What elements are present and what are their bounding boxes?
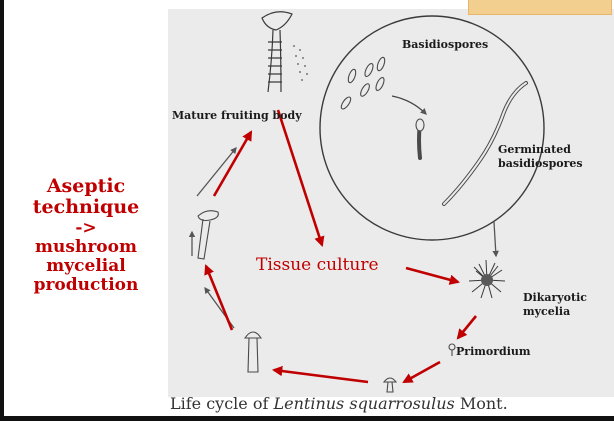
spore-development-arrow: [392, 96, 426, 114]
label-primordium: Primordium: [456, 345, 531, 359]
callout-line-mushroom: mushroom: [8, 238, 164, 257]
mature-fruiting-body-sketch: [262, 12, 292, 92]
aseptic-technique-callout: Aseptic technique -> mushroom mycelial p…: [8, 176, 164, 295]
red-arrow-left-up: [206, 266, 232, 330]
red-arrow-body-to-tissue-culture: [278, 110, 322, 245]
label-dikaryotic-mycelia: Dikaryotic mycelia: [523, 291, 587, 319]
red-arrow-young-body-to-left: [274, 370, 368, 382]
label-mature-fruiting-body: Mature fruiting body: [172, 109, 302, 123]
maturing-fruiting-body-left: [198, 211, 218, 259]
label-tissue-culture: Tissue culture: [256, 255, 379, 275]
red-arrow-to-mature-body: [214, 132, 251, 196]
cycle-arrow-to-mycelia: [494, 222, 496, 256]
young-fruiting-body-left: [245, 332, 261, 372]
slide-bottom-border: [0, 416, 614, 421]
red-arrow-mycelia-to-primordium: [458, 316, 476, 338]
young-fruiting-body-bottom: [384, 378, 396, 392]
callout-line-production: production: [8, 276, 164, 295]
callout-line-aseptic: Aseptic: [8, 176, 164, 197]
cycle-arrow-left-upper: [197, 148, 236, 196]
red-arrow-primordium-to-young-body: [404, 362, 440, 382]
slide-left-border: [0, 0, 4, 421]
label-basidiospores: Basidiospores: [402, 38, 488, 52]
primordium-sketch: [449, 344, 455, 356]
callout-line-technique: technique: [8, 197, 164, 218]
callout-line-mycelial: mycelial: [8, 257, 164, 276]
basidiospores-sketch: [340, 56, 387, 110]
red-arrow-tissue-culture-to-mycelia: [406, 268, 458, 282]
spore-print-dots: [293, 45, 308, 81]
figure-caption: Life cycle of Lentinus squarrosulus Mont…: [170, 394, 508, 413]
callout-arrow-text: ->: [8, 219, 164, 238]
label-germinated-basidiospores: Germinated basidiospores: [498, 143, 583, 171]
slide-top-decoration: [468, 0, 612, 15]
dikaryotic-mycelia-sketch: [469, 260, 505, 298]
